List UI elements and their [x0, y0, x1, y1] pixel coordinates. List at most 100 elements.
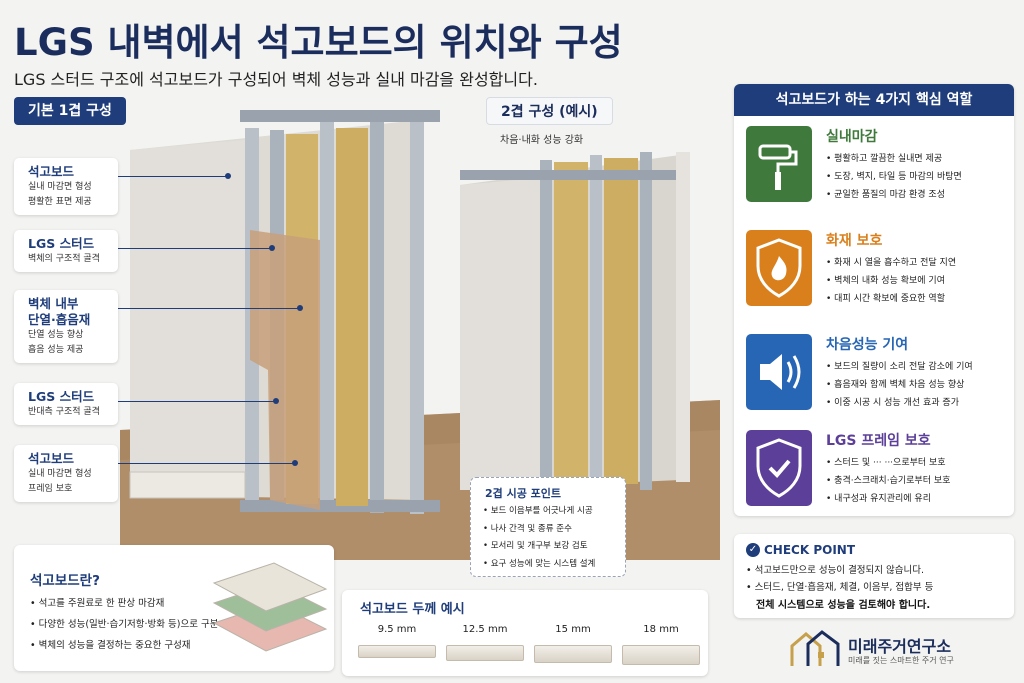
role-tile	[746, 230, 812, 306]
callout-desc: 평활한 표면 제공	[28, 197, 92, 207]
thickness-board	[446, 645, 524, 661]
callout-leader-line	[118, 401, 276, 402]
role-bullet: 균일한 품질의 마감 환경 조성	[826, 186, 962, 204]
role-bullet: 이중 시공 시 성능 개선 효과 증가	[826, 394, 973, 412]
role-card-1: 화재 보호화재 시 열을 흡수하고 전달 지연벽체의 내화 성능 확보에 기여대…	[746, 230, 1008, 322]
role-bullet: 스터드 및 ··· ···으로부터 보호	[826, 454, 950, 472]
what-is-item: 벽체의 성능을 결정하는 중요한 구성재	[30, 635, 218, 656]
check-point-box: ✓ CHECK POINT 석고보드만으로 성능이 결정되지 않습니다. 스터드…	[734, 534, 1014, 618]
callout-desc: 단열 성능 향상	[28, 330, 84, 340]
roles-panel-title: 석고보드가 하는 4가지 핵심 역할	[734, 84, 1014, 116]
role-card-3: LGS 프레임 보호스터드 및 ··· ···으로부터 보호충격·스크래치·습기…	[746, 430, 1008, 522]
callout-title: 벽체 내부 단열·흡음재	[28, 296, 91, 327]
points-item: 요구 성능에 맞는 시스템 설계	[483, 556, 596, 574]
roles-panel: 석고보드가 하는 4가지 핵심 역할 실내마감평활하고 깔끔한 실내면 제공도장…	[734, 84, 1014, 516]
callout-dot	[292, 460, 298, 466]
role-bullet: 평활하고 깔끔한 실내면 제공	[826, 150, 962, 168]
role-tile	[746, 126, 812, 202]
thickness-label: 9.5 mm	[377, 624, 417, 635]
speaker-icon	[760, 354, 801, 390]
what-is-item: 석고를 주원료로 한 판상 마감재	[30, 593, 218, 614]
page-subtitle: LGS 스터드 구조에 석고보드가 구성되어 벽체 성능과 실내 마감을 완성합…	[14, 70, 538, 89]
role-bullet: 충격·스크래치·습기로부터 보호	[826, 472, 950, 490]
callout-dot	[273, 398, 279, 404]
what-is-item: 다양한 성능(일반·습기저항·방화 등)으로 구분	[30, 614, 219, 635]
callout-desc: 프레임 보호	[28, 484, 73, 494]
role-bullet: 대피 시간 확보에 중요한 역할	[826, 290, 956, 308]
callout-title: 석고보드	[28, 451, 75, 466]
brand-logo: 미래주거연구소 미래를 짓는 스마트한 주거 연구	[790, 628, 954, 672]
brand-tagline: 미래를 짓는 스마트한 주거 연구	[848, 656, 954, 665]
callout-title: 석고보드	[28, 164, 75, 179]
role-title: 화재 보호	[826, 233, 883, 249]
board-swatch	[212, 562, 328, 612]
role-bullet: 보드의 질량이 소리 전달 감소에 기여	[826, 358, 973, 376]
wall-section-illustration	[120, 110, 720, 560]
callout-dot	[297, 305, 303, 311]
role-bullet: 화재 시 열을 흡수하고 전달 지연	[826, 254, 956, 272]
role-tile	[746, 430, 812, 506]
thickness-title: 석고보드 두께 예시	[360, 602, 465, 617]
board-swatches-illustration	[212, 562, 328, 652]
role-bullet: 벽체의 내화 성능 확보에 기여	[826, 272, 956, 290]
points-title: 2겹 시공 포인트	[485, 487, 562, 500]
house-logo-icon	[790, 630, 840, 666]
double-layer-caption: 차음·내화 성능 강화	[500, 135, 584, 146]
callout-leader-line	[118, 308, 300, 309]
callout-desc: 흡음 성능 제공	[28, 345, 84, 355]
callout-leader-line	[118, 248, 272, 249]
points-item: 모서리 및 개구부 보강 검토	[483, 538, 595, 556]
thickness-examples-box: 석고보드 두께 예시 9.5 mm 12.5 mm 15 mm 18 mm	[342, 590, 708, 676]
callout-dot	[225, 173, 231, 179]
points-item: 나사 간격 및 종류 준수	[483, 521, 595, 539]
points-item: 보드 이음부를 어긋나게 시공	[483, 503, 595, 521]
callout-leader-line	[118, 463, 295, 464]
role-title: 차음성능 기여	[826, 337, 909, 353]
double-layer-label: 2겹 구성 (예시)	[486, 97, 613, 125]
thickness-board	[622, 645, 700, 665]
callout-desc: 반대측 구조적 골격	[28, 407, 100, 417]
paint-roller-icon	[758, 144, 798, 190]
thickness-sample: 15 mm	[534, 624, 612, 663]
role-title: 실내마감	[826, 129, 878, 145]
callout-title: LGS 스터드	[28, 236, 95, 251]
check-point-item: 스터드, 단열·흡음재, 체결, 이음부, 접합부 등	[746, 579, 934, 596]
thickness-sample: 12.5 mm	[446, 624, 524, 661]
role-bullet: 도장, 벽지, 타일 등 마감의 바탕면	[826, 168, 962, 186]
callout-desc: 실내 마감면 형성	[28, 469, 92, 479]
check-point-title: CHECK POINT	[764, 543, 856, 557]
what-is-title: 석고보드란?	[30, 573, 100, 589]
check-circle-icon: ✓	[746, 543, 760, 557]
single-layer-label: 기본 1겹 구성	[14, 97, 126, 125]
flame-shield-icon	[756, 238, 802, 298]
thickness-board	[534, 645, 612, 663]
thickness-board	[358, 645, 436, 659]
role-card-2: 차음성능 기여보드의 질량이 소리 전달 감소에 기여흡음재와 함께 벽체 차음…	[746, 334, 1008, 426]
thickness-label: 15 mm	[555, 624, 591, 635]
thickness-label: 12.5 mm	[462, 624, 508, 635]
page-title: LGS 내벽에서 석고보드의 위치와 구성	[14, 21, 623, 64]
role-tile	[746, 334, 812, 410]
role-title: LGS 프레임 보호	[826, 433, 931, 449]
role-bullet: 흡음재와 함께 벽체 차음 성능 향상	[826, 376, 973, 394]
callout-desc: 실내 마감면 형성	[28, 182, 92, 192]
check-point-emphasis: 전체 시스템으로 성능을 검토해야 합니다.	[756, 600, 931, 611]
callout-leader-line	[118, 176, 228, 177]
brand-name: 미래주거연구소	[848, 637, 952, 656]
what-is-gypsum-board-box: 석고보드란? 석고를 주원료로 한 판상 마감재 다양한 성능(일반·습기저항·…	[14, 545, 334, 671]
check-point-item: 석고보드만으로 성능이 결정되지 않습니다.	[746, 562, 933, 579]
callout-title: LGS 스터드	[28, 389, 95, 404]
thickness-sample: 18 mm	[622, 624, 700, 665]
callout-desc: 벽체의 구조적 골격	[28, 254, 100, 264]
double-layer-points-box: 2겹 시공 포인트 보드 이음부를 어긋나게 시공 나사 간격 및 종류 준수 …	[470, 477, 626, 577]
role-card-0: 실내마감평활하고 깔끔한 실내면 제공도장, 벽지, 타일 등 마감의 바탕면균…	[746, 126, 1008, 218]
thickness-label: 18 mm	[643, 624, 679, 635]
callout-dot	[269, 245, 275, 251]
shield-check-icon	[756, 438, 802, 498]
thickness-sample: 9.5 mm	[358, 624, 436, 659]
